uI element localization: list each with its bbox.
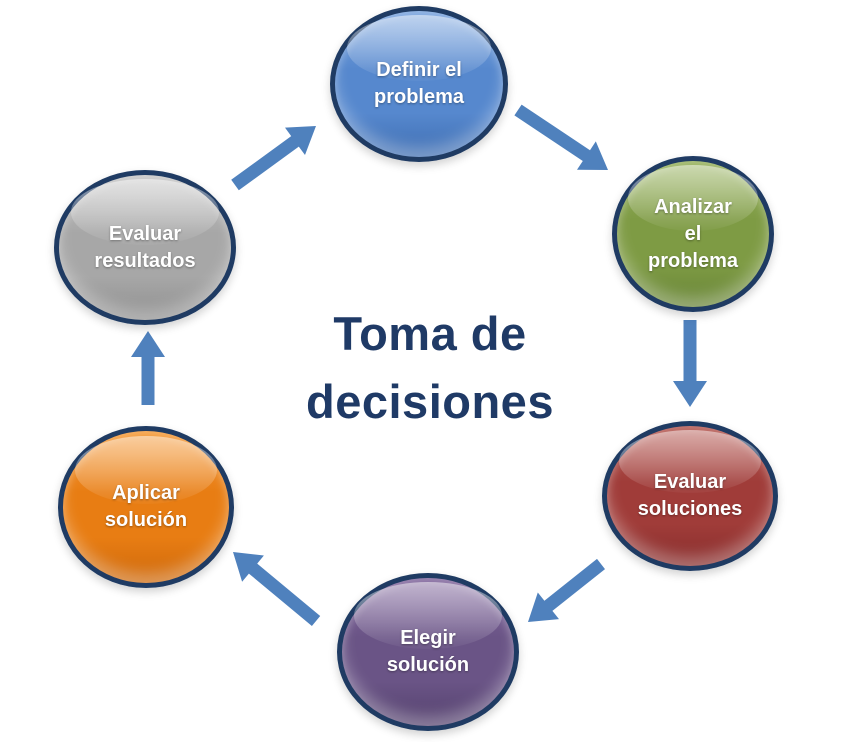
arrow-analizar-to-evaluar-soluciones-icon	[673, 320, 707, 407]
node-definir-el-problema: Definir el problema	[330, 6, 508, 162]
diagram-title: Toma de decisiones	[306, 307, 554, 428]
arrow-evaluar-resultados-to-definir-icon	[231, 126, 316, 191]
arrow-elegir-to-aplicar-icon	[233, 552, 321, 626]
node-label: Aplicar solución	[104, 482, 188, 531]
node-analizar-el-problema: Analizar el problema	[612, 156, 774, 312]
node-label: Evaluar soluciones	[637, 471, 743, 520]
node-aplicar-solucion: Aplicar solución	[58, 426, 234, 588]
node-label: Elegir solución	[386, 627, 470, 676]
arrow-evaluar-soluciones-to-elegir-icon	[528, 558, 605, 622]
node-label: Analizar el problema	[647, 195, 739, 272]
arrow-definir-to-analizar-icon	[514, 104, 608, 170]
node-evaluar-resultados: Evaluar resultados	[54, 170, 236, 325]
node-label: Definir el problema	[373, 59, 465, 108]
arrow-aplicar-to-evaluar-resultados-icon	[131, 331, 165, 405]
node-elegir-solucion: Elegir solución	[337, 573, 519, 731]
node-label: Evaluar resultados	[94, 222, 196, 272]
node-evaluar-soluciones: Evaluar soluciones	[602, 421, 778, 571]
